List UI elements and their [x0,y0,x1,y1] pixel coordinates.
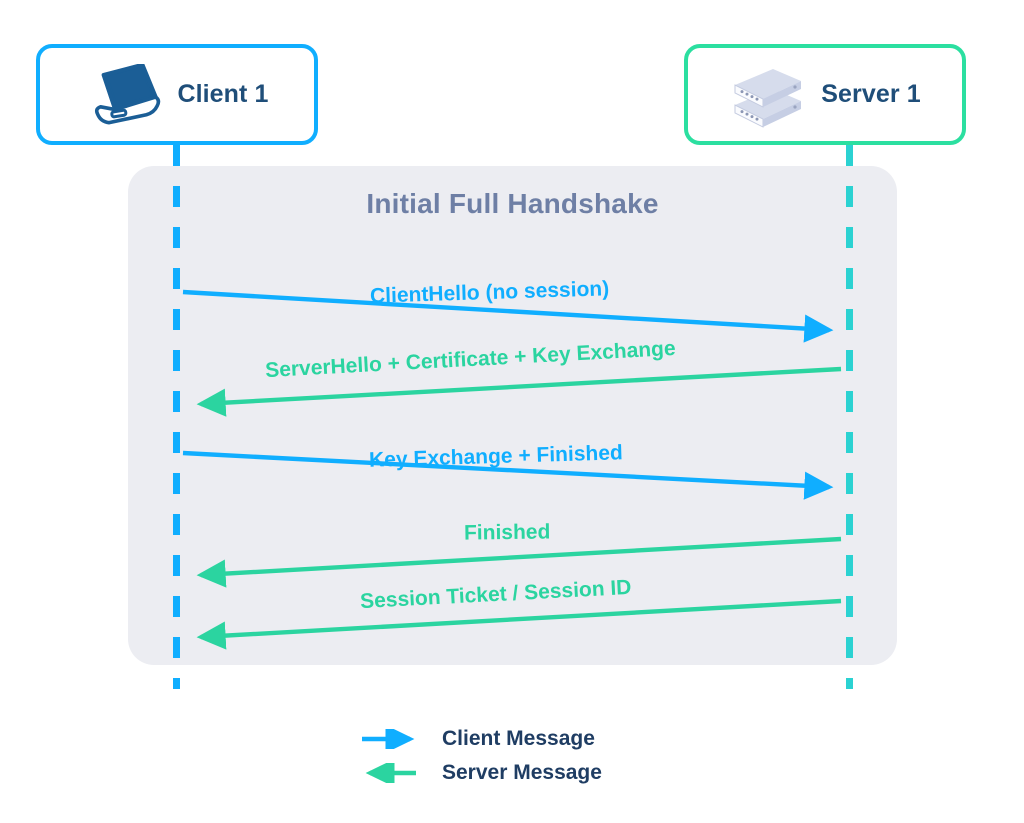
client-lifeline [173,145,180,689]
server-rack-icon [729,59,807,131]
legend-item-server-message: Server Message [360,756,680,790]
participant-server[interactable]: Server 1 [684,44,966,145]
legend-item-client-message: Client Message [360,722,680,756]
server-lifeline [846,145,853,689]
laptop-icon [85,62,163,126]
legend-label-server-message: Server Message [442,761,602,784]
arrow-right-icon [362,729,415,749]
participant-client[interactable]: Client 1 [36,44,318,145]
participant-server-label: Server 1 [821,80,921,108]
legend: Client Message Server Message [360,722,680,790]
legend-label-client-message: Client Message [442,727,595,750]
participant-client-label: Client 1 [177,80,269,108]
message-label-4: Finished [463,520,551,545]
panel-title: Initial Full Handshake [366,188,659,219]
handshake-panel: Initial Full Handshake [128,166,897,665]
arrow-left-icon [365,763,416,783]
